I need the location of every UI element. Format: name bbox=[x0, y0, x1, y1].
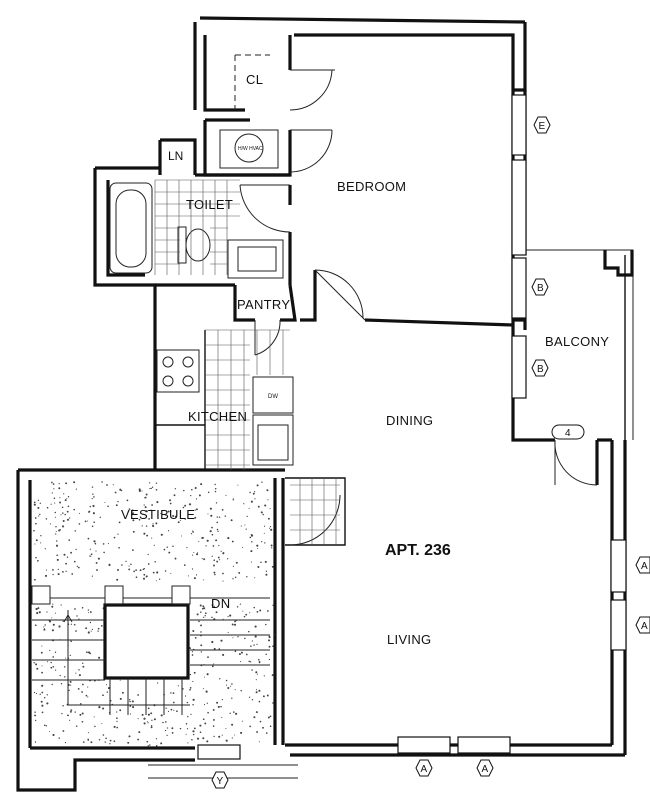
vestibule-floor-texture bbox=[33, 481, 275, 747]
tag-a-bottom-2: A bbox=[482, 764, 489, 775]
window-balcony-1 bbox=[511, 257, 527, 319]
hvac-unit bbox=[234, 133, 264, 163]
toilet-fixture bbox=[185, 228, 211, 262]
stove bbox=[156, 349, 200, 393]
bathroom-fixtures bbox=[109, 179, 284, 279]
dining-label: DINING bbox=[386, 413, 433, 428]
kitchen-sink bbox=[252, 414, 294, 466]
door-pantry bbox=[254, 319, 281, 356]
dishwasher bbox=[252, 376, 294, 414]
linen-label: LN bbox=[168, 149, 183, 163]
kitchen-fixtures bbox=[156, 329, 294, 470]
balcony-label: BALCONY bbox=[545, 334, 609, 349]
stove-burner-icon bbox=[162, 375, 174, 387]
door-entry bbox=[289, 494, 341, 546]
window-bottom-2 bbox=[457, 736, 511, 754]
stove-burner-icon bbox=[162, 356, 174, 368]
elevation-tags: E B B 4 A A A A Y bbox=[148, 116, 650, 789]
bathtub bbox=[109, 182, 153, 274]
window-living-1 bbox=[610, 539, 627, 593]
doors bbox=[239, 69, 598, 546]
bedroom-label: BEDROOM bbox=[337, 179, 406, 194]
tag-b-upper: B bbox=[537, 283, 544, 294]
stair-down-label: DN bbox=[211, 596, 230, 611]
kitchen-label: KITCHEN bbox=[188, 409, 247, 424]
window-balcony-2 bbox=[511, 335, 527, 399]
tag-b-lower: B bbox=[537, 364, 544, 375]
tag-a-right-1: A bbox=[641, 561, 648, 572]
door-hvac bbox=[289, 129, 333, 173]
tag-a-bottom-1: A bbox=[421, 764, 428, 775]
door-balcony bbox=[554, 439, 598, 486]
stove-burner-icon bbox=[182, 375, 194, 387]
door-closet bbox=[289, 69, 335, 111]
door-toilet bbox=[239, 184, 291, 233]
tag-a-right-2: A bbox=[641, 621, 648, 632]
toilet-tile-grid bbox=[154, 179, 240, 275]
exterior-walls bbox=[16, 16, 627, 792]
window-bottom-1 bbox=[397, 736, 451, 754]
tag-e: E bbox=[539, 121, 546, 132]
windows bbox=[197, 94, 627, 760]
window-bedroom-lower bbox=[511, 159, 527, 256]
dishwasher-label: DW bbox=[268, 394, 278, 400]
door-bedroom bbox=[314, 269, 366, 321]
tag-y: Y bbox=[217, 776, 224, 787]
window-vestibule-bottom bbox=[197, 744, 241, 760]
tag-4: 4 bbox=[565, 428, 571, 439]
living-label: LIVING bbox=[387, 632, 431, 647]
stove-burner-icon bbox=[182, 356, 194, 368]
closet-label: CL bbox=[246, 72, 263, 87]
pantry-label: PANTRY bbox=[237, 297, 290, 312]
toilet-label: TOILET bbox=[186, 197, 233, 212]
window-bedroom bbox=[511, 94, 527, 156]
apartment-label: APT. 236 bbox=[385, 542, 451, 559]
interior-walls bbox=[95, 22, 612, 546]
window-living-2 bbox=[610, 599, 627, 651]
sink-vanity bbox=[227, 239, 284, 279]
balcony bbox=[525, 249, 634, 440]
vestibule-label: VESTIBULE bbox=[121, 507, 195, 522]
hvac-label: H/W HVAC bbox=[238, 146, 263, 152]
stairs bbox=[31, 585, 270, 715]
